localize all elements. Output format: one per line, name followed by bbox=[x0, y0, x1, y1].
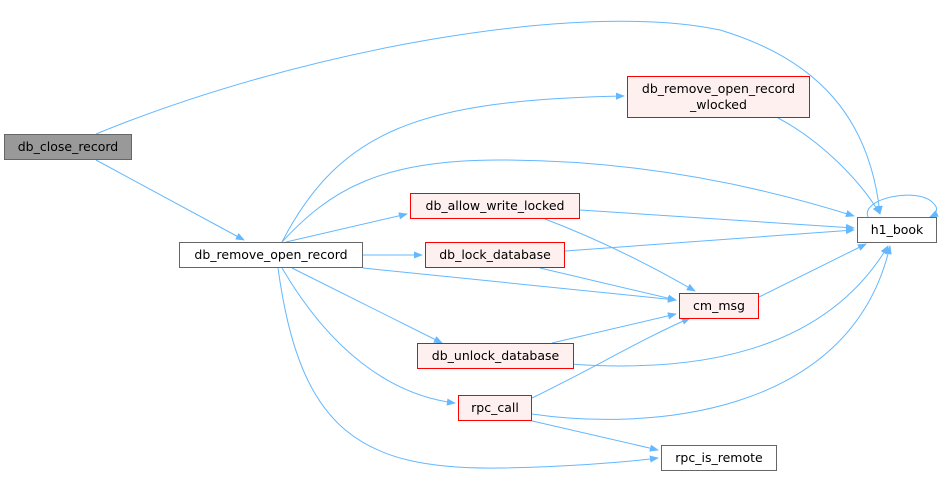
edge-db-close-record-to-h1-book bbox=[95, 20, 883, 215]
edge-db-remove-open-record-to-rpc-call bbox=[281, 267, 456, 406]
edge-rpc-call-to-cm-msg bbox=[531, 317, 691, 399]
edge-db-close-record-to-db-remove-open-record bbox=[95, 159, 245, 241]
edge-db-remove-open-record-to-db-remove-open-record-wlocked bbox=[281, 92, 625, 243]
edge-db-remove-open-record-to-cm-msg bbox=[362, 267, 677, 303]
node-db-allow-write-locked[interactable]: db_allow_write_locked bbox=[410, 193, 580, 219]
node-db-close-record[interactable]: db_close_record bbox=[4, 134, 132, 160]
edge-rpc-call-to-rpc-is-remote bbox=[527, 419, 659, 452]
node-cm-msg[interactable]: cm_msg bbox=[679, 293, 759, 319]
edge-db-remove-open-record-to-db-unlock-database bbox=[291, 267, 443, 344]
edge-db-remove-open-record-to-rpc-is-remote bbox=[277, 267, 659, 469]
node-db-remove-open-record-wlocked[interactable]: db_remove_open_record _wlocked bbox=[627, 76, 810, 118]
edge-cm-msg-to-h1-book bbox=[758, 243, 867, 298]
edge-db-allow-write-locked-to-h1-book bbox=[579, 209, 855, 232]
node-db-lock-database[interactable]: db_lock_database bbox=[425, 242, 565, 268]
edge-db-unlock-database-to-h1-book bbox=[569, 245, 889, 367]
edge-db-remove-open-record-wlocked-to-h1-book bbox=[777, 117, 881, 215]
edge-db-remove-open-record-to-h1-book bbox=[281, 159, 855, 243]
node-db-unlock-database[interactable]: db_unlock_database bbox=[417, 343, 574, 369]
edge-h1-book-to-h1-book bbox=[866, 194, 939, 218]
node-h1-book[interactable]: h1_book bbox=[857, 217, 937, 243]
edge-rpc-call-to-h1-book bbox=[531, 245, 892, 420]
edge-db-remove-open-record-to-db-allow-write-locked bbox=[285, 212, 408, 243]
node-rpc-is-remote[interactable]: rpc_is_remote bbox=[661, 445, 777, 471]
edge-db-lock-database-to-cm-msg bbox=[539, 267, 677, 302]
node-rpc-call[interactable]: rpc_call bbox=[458, 395, 532, 421]
edge-db-lock-database-to-h1-book bbox=[564, 226, 855, 252]
edge-db-allow-write-locked-to-cm-msg bbox=[544, 218, 696, 292]
node-db-remove-open-record[interactable]: db_remove_open_record bbox=[179, 242, 363, 268]
edge-db-unlock-database-to-cm-msg bbox=[551, 312, 677, 344]
